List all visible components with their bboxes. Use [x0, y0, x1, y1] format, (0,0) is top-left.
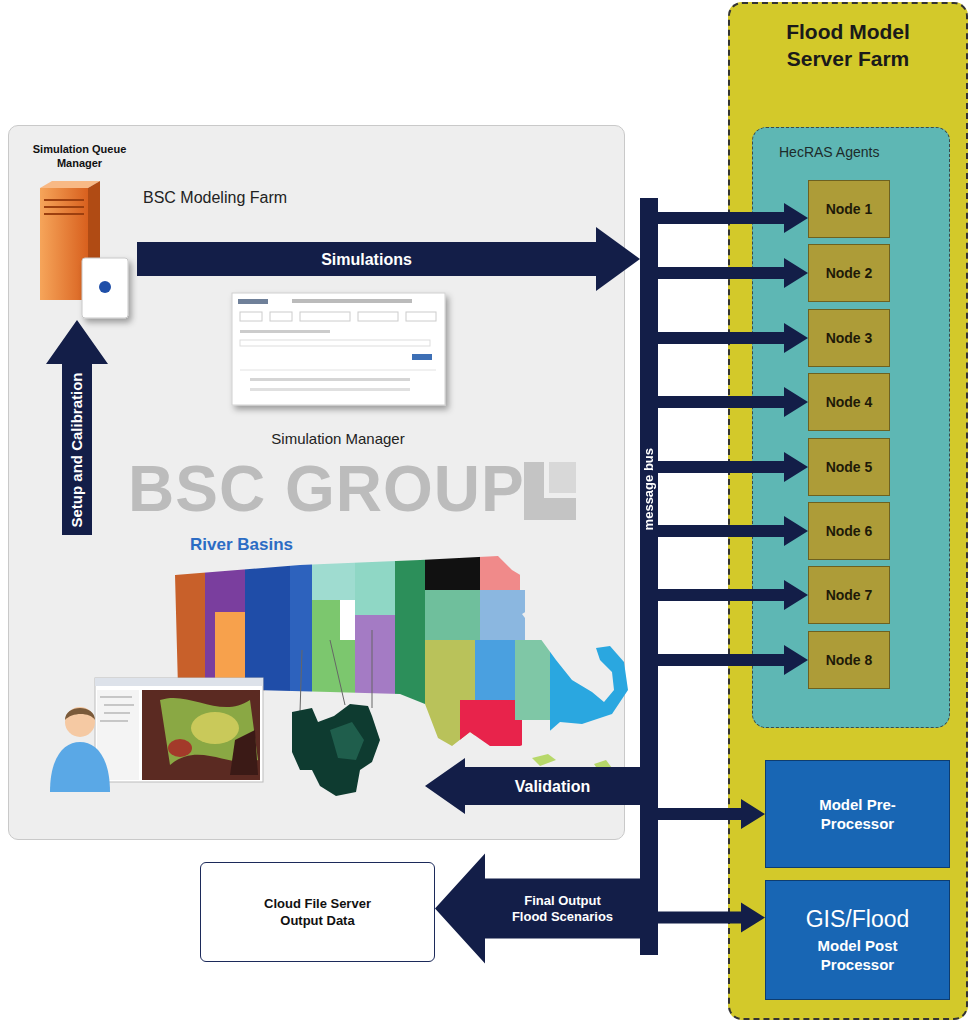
process-box: GIS/FloodModel Post Processor: [765, 880, 950, 1000]
edge-label: Final Output Flood Scenarios: [505, 893, 620, 925]
agent-node: Node 2: [808, 244, 890, 302]
agent-node: Node 4: [808, 373, 890, 431]
node-label: Node 2: [826, 265, 873, 281]
node-label: Node 7: [826, 587, 873, 603]
server-label: Simulation Queue Manager: [22, 142, 137, 170]
message-bus: message bus: [640, 198, 658, 955]
edge-label: Validation: [515, 777, 591, 796]
bus-label: message bus: [640, 448, 658, 530]
arrow-connector: [435, 854, 640, 964]
agent-node: Node 1: [808, 180, 890, 238]
process-label: Model Pre-Processor: [803, 795, 913, 833]
map-node: River Basins: [60, 535, 425, 800]
screenshot-caption: Simulation Manager: [228, 430, 448, 447]
process-heading: GIS/Flood: [806, 906, 910, 932]
server-farm-band: Flood Model Server FarmHecRAS AgentsNode…: [728, 2, 968, 1020]
server-node: Simulation Queue Manager: [22, 140, 137, 320]
edge-label: Simulations: [321, 250, 412, 269]
agent-node: Node 7: [808, 566, 890, 624]
output-label: Cloud File Server Output Data: [255, 895, 380, 929]
band-title: Flood Model Server Farm: [770, 18, 926, 72]
process-box: Model Pre-Processor: [765, 760, 950, 868]
output-box: Cloud File Server Output Data: [200, 862, 435, 962]
agent-group: HecRAS AgentsNode 1 Node 2 Node 3 Node 4 Nod…: [752, 127, 950, 728]
node-label: Node 4: [826, 394, 873, 410]
edge-label: Setup and Calibration: [68, 372, 86, 527]
watermark: BSC GROUP: [128, 452, 525, 526]
map-title: River Basins: [190, 535, 293, 555]
node-label: Node 6: [826, 523, 873, 539]
agent-node: Node 5: [808, 438, 890, 496]
process-label: Model Post Processor: [803, 936, 913, 974]
node-label: Node 3: [826, 330, 873, 346]
panel-title: BSC Modeling Farm: [143, 189, 287, 207]
group-title: HecRAS Agents: [779, 144, 879, 160]
agent-node: Node 6: [808, 502, 890, 560]
screenshot-node: Simulation Manager: [228, 290, 448, 450]
node-label: Node 5: [826, 459, 873, 475]
node-label: Node 1: [826, 201, 873, 217]
node-label: Node 8: [826, 652, 873, 668]
agent-node: Node 8: [808, 631, 890, 689]
agent-node: Node 3: [808, 309, 890, 367]
